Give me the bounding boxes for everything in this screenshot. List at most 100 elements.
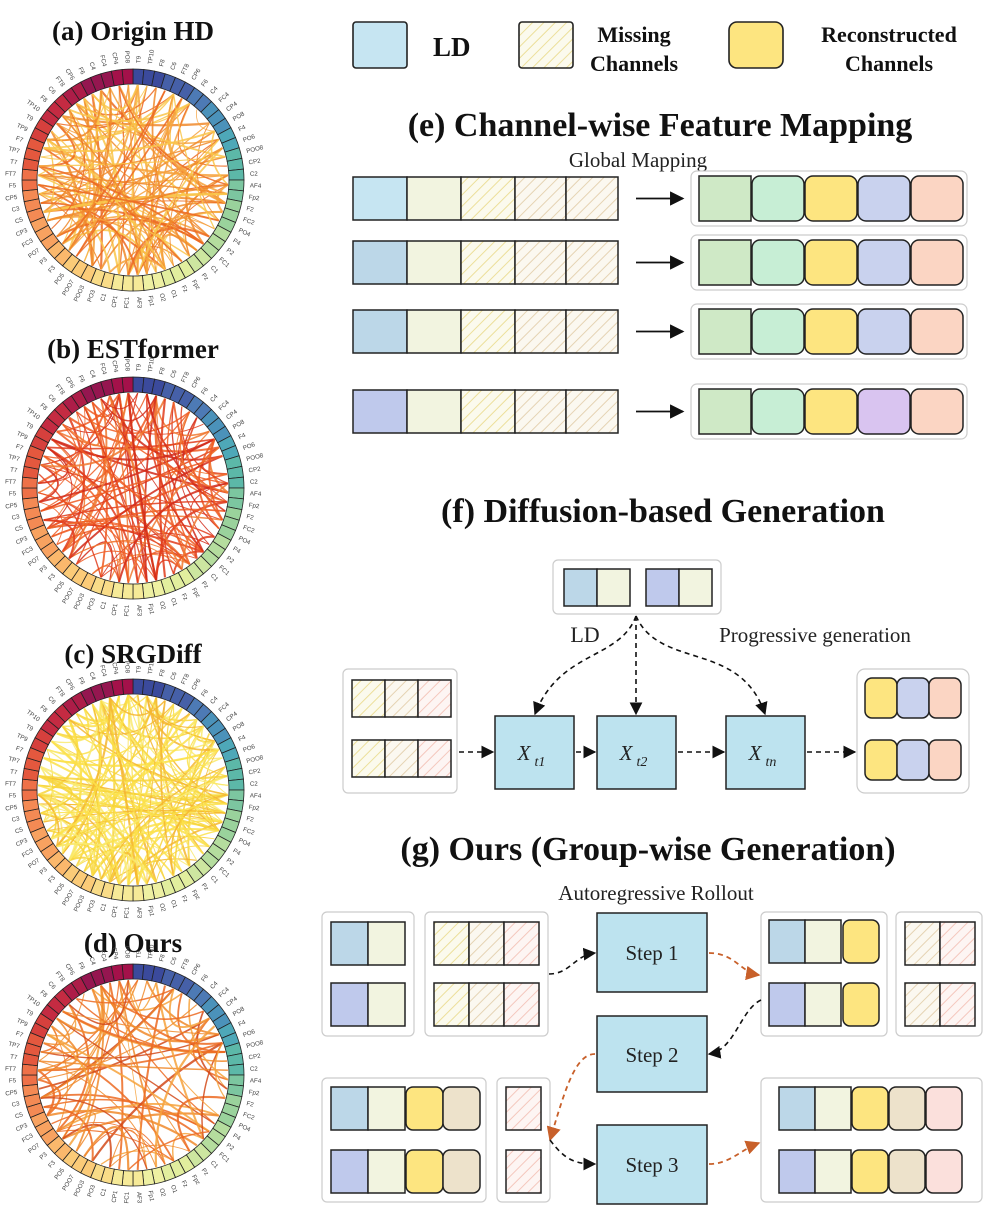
chord-link [38,165,204,245]
ring-channel-label: F8 [38,989,48,999]
ring-channel-label: Fp2 [248,804,260,813]
ring-channel-label: Fpz [190,1174,201,1186]
missing-cell [505,1149,542,1194]
ring-segment [132,885,145,902]
ring-channel-label: C2 [250,781,259,788]
ring-channel-label: TP9 [15,430,29,441]
ring-channel-label: AF4 [250,1077,262,1085]
chord-link [172,1132,204,1162]
ring-channel-label: PO7 [27,555,42,568]
chord-link [176,411,228,475]
ring-channel-label: AF4 [250,182,262,190]
step-2-label: Step 2 [625,1043,678,1067]
chord-link [214,1042,226,1099]
chord-link [38,174,215,230]
recon-cell [851,1086,889,1131]
ring-channel-label: O1 [169,899,179,910]
ring-channel-label: TP7 [8,146,21,156]
chord-link [38,775,228,782]
ring-channel-label: F6 [200,973,210,983]
ring-channel-label: CP5 [5,194,18,203]
ring-channel-label: C2 [250,171,259,178]
chord-link [137,748,220,886]
ring-channel-label: CP5 [5,1089,18,1098]
chord-link [91,703,183,872]
ring-channel-label: P3 [38,1151,49,1162]
chord-link [55,697,111,848]
chord-link [62,423,198,559]
ring-channel-label: F4 [237,1019,247,1029]
ring-channel-label: C6 [169,369,178,379]
ring-channel-label: PO7 [27,857,42,870]
chord-link [83,406,157,581]
chord-link [166,703,226,814]
ring-channel-label: FC4 [98,949,108,963]
ring-channel-label: O2 [158,293,167,303]
panel-f-ld-label: LD [570,622,599,647]
ring-channel-label: CP4 [110,360,119,373]
ring-channel-label: AF3 [135,907,143,919]
ring-channel-label: FC2 [242,216,256,227]
ring-channel-label: Fpz [190,889,201,901]
panel-g: Step 1 Step 2 Step 3 [321,911,983,1205]
ring-channel-label: F5 [9,792,17,799]
chord-link [43,423,77,459]
chord-link [127,393,158,581]
chord-link [127,979,220,1117]
chord-link [62,1010,226,1054]
ring-channel-label: FT8 [180,672,191,685]
missing-cell [384,739,419,778]
ring-channel-label: PO6 [242,133,257,144]
legend-missing-label-2: Channels [590,51,678,76]
ring-channel-label: POO3 [73,592,87,611]
ring-channel-label: T9 [25,1008,35,1018]
ring-channel-label: PO5 [53,1167,66,1182]
ring-channel-label: AF3 [135,1192,143,1204]
ring-channel-label: P4 [232,545,243,555]
ring-channel-label: CP4 [225,100,239,113]
ld-cell [814,1086,852,1131]
recon-cell [925,1149,963,1194]
arrow [635,615,768,716]
panel-f: LD Progressive generation X t1 X t2 X tn [342,559,970,794]
ring-channel-label: F2 [246,205,255,214]
ring-channel-label: Fz [180,1179,189,1188]
output-cell [857,239,911,286]
ring-channel-label: PO5 [53,272,66,287]
output-cell [910,175,964,222]
chord-link [100,985,204,1020]
ring-channel-label: F6 [200,688,210,698]
ring-channel-label: O2 [158,903,167,913]
ring-channel-label: C6 [169,61,178,71]
xtn-box [725,715,806,790]
chord-link [155,845,210,883]
chord-link [56,842,157,883]
ring-channel-label: CP6 [190,67,202,81]
chord-link [109,395,130,583]
ring-channel-label: C4 [209,695,220,706]
legend-recon-swatch [728,21,784,69]
ring-segment [21,789,38,802]
ld-cell [330,1086,369,1131]
ring-channel-label: CP2 [248,768,261,777]
ring-channel-label: P3 [38,866,49,877]
chord-link [62,703,102,855]
chord-link [56,1129,174,1162]
ring-channel-label: F8 [38,402,48,412]
missing-cell [565,176,619,221]
chord-link [75,90,166,257]
ring-channel-label: FC4 [217,986,231,999]
chord-link [62,1010,219,1035]
ring-channel-label: FC2 [242,524,256,535]
output-cell [751,175,805,222]
chord-link [37,979,139,1081]
ring-channel-label: Fp1 [147,603,156,615]
chord-link [155,697,198,861]
ring-channel-label: FT8 [54,383,67,396]
ring-channel-label: C4 [88,956,97,966]
output-cell [698,388,752,435]
recon-cell [925,1086,963,1131]
ring-channel-label: PO4 [237,1122,252,1134]
ring-channel-label: PO3 [86,1184,97,1199]
